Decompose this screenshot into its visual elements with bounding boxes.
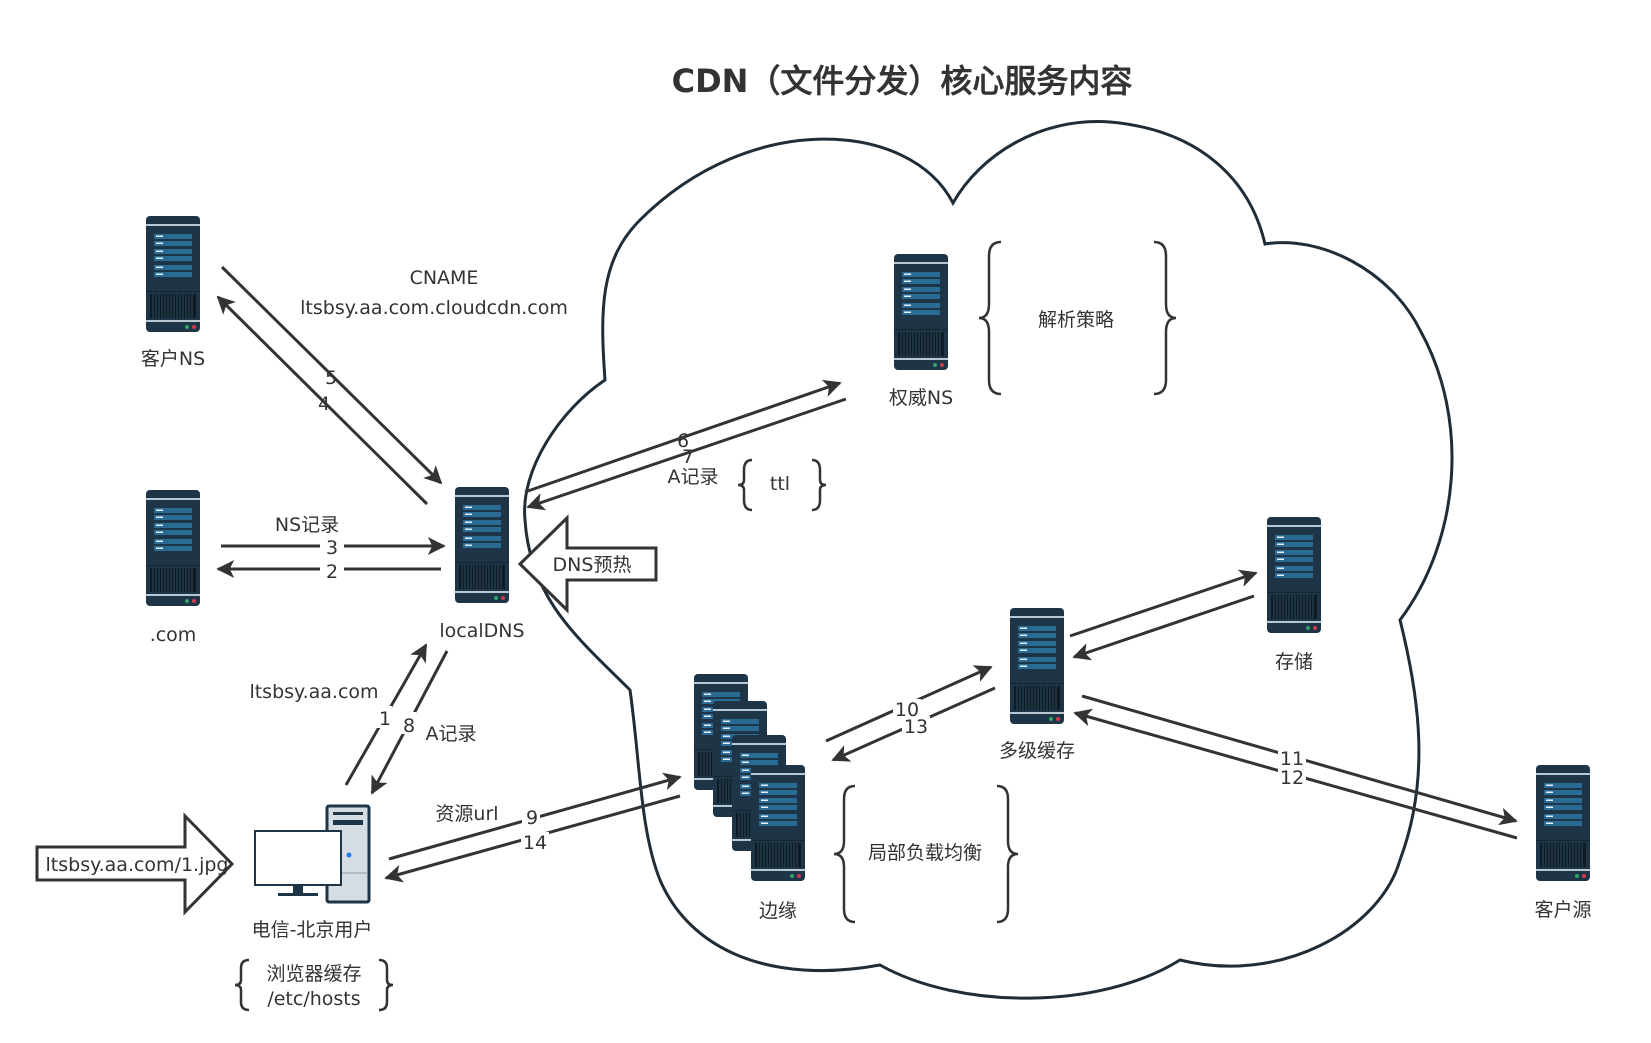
server-icon xyxy=(1266,516,1322,634)
step-13-label: 13 xyxy=(904,716,928,738)
dns-prewarm-label: DNS预热 xyxy=(553,554,632,576)
right-brace-icon xyxy=(811,458,827,512)
right-brace-icon xyxy=(378,958,394,1012)
step-1-label: 1 xyxy=(379,708,391,730)
storage-node: 存储 xyxy=(1266,516,1322,673)
multi-cache-node: 多级缓存 xyxy=(999,607,1075,762)
left-brace-icon xyxy=(833,784,856,924)
server-icon xyxy=(145,489,201,607)
edge-label: 边缘 xyxy=(759,900,797,922)
local-lb-label: 局部负载均衡 xyxy=(868,842,982,864)
origin-label: 客户源 xyxy=(1534,899,1591,921)
step-2-label: 2 xyxy=(326,561,338,583)
a-record-user-label: A记录 xyxy=(426,723,477,745)
right-brace-icon xyxy=(1153,240,1177,396)
multi-cache-label: 多级缓存 xyxy=(999,740,1075,762)
dot-com-label: .com xyxy=(150,624,197,646)
ns-record-label: NS记录 xyxy=(275,514,339,536)
arrow-step-5 xyxy=(220,265,443,485)
edge-node: 边缘 xyxy=(693,673,806,922)
dot-com-node: .com xyxy=(145,489,201,646)
local-dns-label: localDNS xyxy=(439,620,524,642)
step-4-label: 4 xyxy=(318,393,330,415)
block-arrow-right-icon xyxy=(35,812,235,916)
ttl-brace-group: ttl xyxy=(737,458,827,512)
resource-url-label: 资源url xyxy=(435,803,498,825)
customer-ns-label: 客户NS xyxy=(141,348,205,370)
step-6-label: 6 xyxy=(677,430,689,452)
browser-cache-brace-group: 浏览器缓存 /etc/hosts xyxy=(234,958,394,1012)
a-record-top-label: A记录 xyxy=(668,466,719,488)
cname-title: CNAME xyxy=(410,267,479,289)
domain-query-label: ltsbsy.aa.com xyxy=(249,681,378,703)
hosts-file-label: /etc/hosts xyxy=(267,988,360,1010)
server-icon xyxy=(1535,764,1591,882)
local-lb-brace-group: 局部负载均衡 xyxy=(833,784,1019,924)
step-8-label: 8 xyxy=(403,715,415,737)
step-14-label: 14 xyxy=(523,832,547,854)
arrow-step-7 xyxy=(526,397,847,511)
local-dns-node: localDNS xyxy=(439,486,525,642)
input-url-label: ltsbsy.aa.com/1.jpg xyxy=(46,854,229,876)
cdn-cloud-outline xyxy=(523,120,1454,1000)
browser-cache-label: 浏览器缓存 xyxy=(266,963,361,985)
step-5-label: 5 xyxy=(325,367,337,389)
origin-node: 客户源 xyxy=(1534,764,1592,921)
step-7-label: 7 xyxy=(682,446,694,468)
arrow-storage-to-cache xyxy=(1072,594,1255,661)
dns-prewarm-arrow: DNS预热 xyxy=(517,514,658,614)
diagram-title: CDN（文件分发）核心服务内容 xyxy=(672,62,1133,100)
ttl-label: ttl xyxy=(770,473,790,495)
server-icon xyxy=(893,253,949,371)
left-brace-icon xyxy=(978,240,1002,396)
arrow-step-6 xyxy=(524,379,842,494)
auth-ns-node: 权威NS xyxy=(889,253,953,409)
resolve-policy-brace-group: 解析策略 xyxy=(978,240,1177,396)
customer-ns-node: 客户NS xyxy=(141,215,205,370)
arrow-step-4 xyxy=(216,295,429,506)
block-arrow-left-icon xyxy=(517,514,658,614)
resolve-policy-label: 解析策略 xyxy=(1038,309,1114,331)
step-9-label: 9 xyxy=(526,807,538,829)
storage-label: 存储 xyxy=(1275,651,1313,673)
server-icon xyxy=(454,486,510,604)
arrow-cache-to-storage xyxy=(1069,569,1258,638)
user-node: 电信-北京用户 xyxy=(252,804,373,941)
user-label: 电信-北京用户 xyxy=(252,919,373,941)
left-brace-icon xyxy=(234,958,250,1012)
input-url-arrow: ltsbsy.aa.com/1.jpg xyxy=(35,812,235,916)
step-3-label: 3 xyxy=(326,537,338,559)
step-12-label: 12 xyxy=(1280,767,1304,789)
desktop-computer-icon xyxy=(254,804,371,904)
step-11-label: 11 xyxy=(1280,748,1304,770)
step-10-label: 10 xyxy=(895,699,919,721)
left-brace-icon xyxy=(737,458,753,512)
cname-value: ltsbsy.aa.com.cloudcdn.com xyxy=(300,297,568,319)
server-cluster-icon xyxy=(693,673,806,882)
right-brace-icon xyxy=(996,784,1019,924)
server-icon xyxy=(145,215,201,333)
server-icon xyxy=(1009,607,1065,725)
auth-ns-label: 权威NS xyxy=(889,387,953,409)
